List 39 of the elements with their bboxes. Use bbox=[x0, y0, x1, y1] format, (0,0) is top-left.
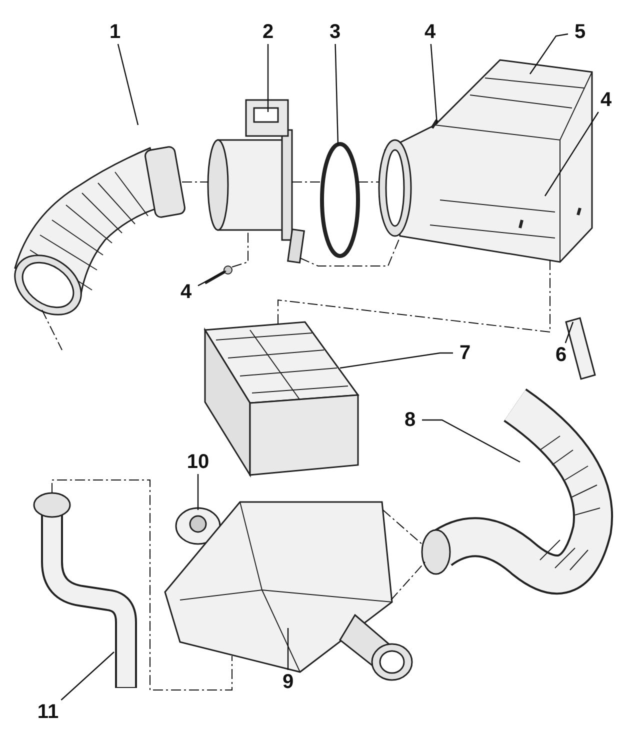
leader-line bbox=[198, 270, 226, 286]
hose-drawing bbox=[421, 388, 613, 594]
callout-number: 1 bbox=[103, 20, 127, 44]
air-box-lid-drawing bbox=[378, 59, 593, 263]
screw-icon bbox=[204, 266, 232, 284]
sensor-drawing bbox=[207, 99, 306, 264]
drain-pipe-drawing bbox=[33, 492, 137, 688]
tube-drawing bbox=[565, 317, 596, 380]
leader-line bbox=[267, 44, 269, 112]
leader-line bbox=[430, 44, 438, 124]
callout-number: 11 bbox=[32, 700, 64, 724]
leader-line bbox=[287, 628, 289, 670]
callout-number: 6 bbox=[549, 343, 573, 367]
center-line bbox=[42, 310, 62, 350]
leader-line bbox=[340, 352, 453, 369]
callout-number: 10 bbox=[182, 450, 214, 474]
callout-number: 9 bbox=[276, 670, 300, 694]
center-line bbox=[390, 562, 426, 600]
leader-line bbox=[197, 474, 199, 510]
callout-number: 8 bbox=[398, 408, 422, 432]
leader-line bbox=[334, 44, 339, 146]
callout-number: 2 bbox=[256, 20, 280, 44]
center-line bbox=[232, 232, 248, 268]
callout-number: 4 bbox=[174, 280, 198, 304]
center-line bbox=[278, 260, 550, 333]
leader-line bbox=[117, 44, 139, 126]
callout-number: 5 bbox=[568, 20, 592, 44]
callout-number: 7 bbox=[453, 341, 477, 365]
callout-number: 4 bbox=[418, 20, 442, 44]
leader-line bbox=[530, 33, 568, 74]
seal-ring-drawing bbox=[320, 142, 360, 258]
center-line bbox=[52, 480, 232, 690]
leader-line bbox=[544, 112, 599, 196]
center-line bbox=[382, 510, 424, 546]
leader-line bbox=[422, 419, 520, 463]
leader-line bbox=[564, 322, 574, 344]
callout-number: 3 bbox=[323, 20, 347, 44]
callout-number: 4 bbox=[594, 88, 618, 112]
leader-line bbox=[60, 652, 114, 700]
